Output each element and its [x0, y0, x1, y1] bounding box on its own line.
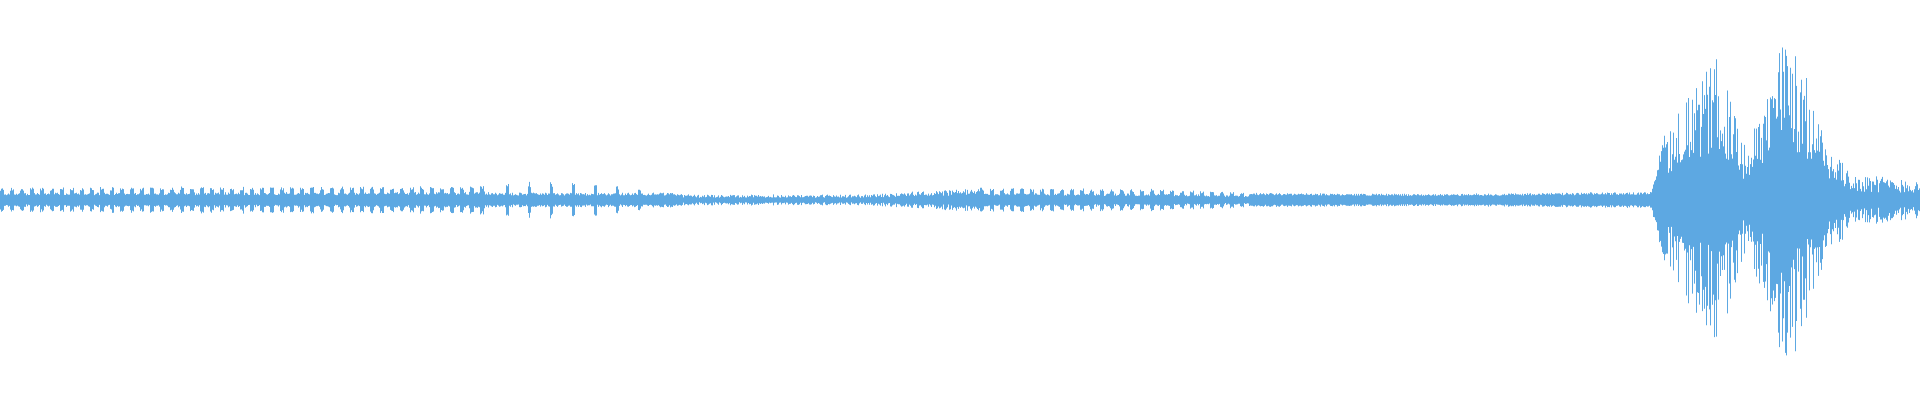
waveform-samples: [0, 47, 1920, 356]
waveform-path: [0, 47, 1920, 356]
